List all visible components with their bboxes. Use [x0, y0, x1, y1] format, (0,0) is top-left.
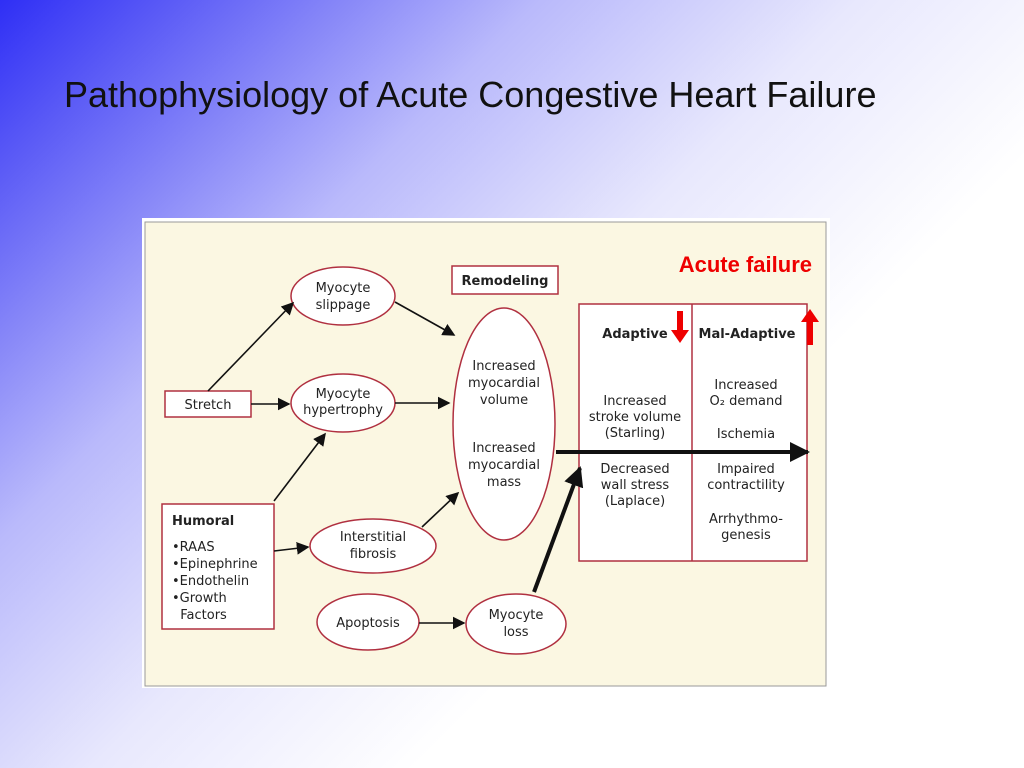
acute-failure-label: Acute failure — [679, 252, 812, 277]
humoral-item: •RAAS — [172, 540, 215, 555]
maladaptive-header: Mal-Adaptive — [699, 327, 796, 342]
svg-text:Decreased: Decreased — [600, 462, 669, 477]
humoral-item: •Endothelin — [172, 574, 249, 589]
svg-text:stroke volume: stroke volume — [589, 410, 681, 425]
decrease-arrow-icon — [671, 311, 689, 343]
arrow-fibrosis-to-central — [421, 491, 460, 528]
svg-text:genesis: genesis — [721, 528, 771, 543]
humoral-item: •Epinephrine — [172, 557, 258, 572]
svg-text:Increased: Increased — [472, 441, 535, 456]
svg-text:loss: loss — [503, 625, 528, 640]
arrow-loss-to-acute-failure — [532, 466, 584, 593]
humoral-item: Factors — [172, 608, 227, 623]
svg-text:Increased: Increased — [603, 394, 666, 409]
svg-text:Humoral: Humoral — [172, 514, 234, 529]
stretch-box: Stretch — [164, 390, 252, 418]
central-myocardial-node: Increased myocardial volume Increased my… — [452, 307, 556, 541]
apoptosis-node: Apoptosis — [316, 593, 420, 651]
svg-text:Ischemia: Ischemia — [717, 427, 775, 442]
humoral-box: Humoral •RAAS •Epinephrine •Endothelin •… — [161, 503, 275, 630]
svg-text:O₂ demand: O₂ demand — [710, 394, 783, 409]
svg-text:Apoptosis: Apoptosis — [336, 616, 400, 631]
svg-text:Increased: Increased — [472, 359, 535, 374]
humoral-item: •Growth — [172, 591, 227, 606]
myocyte-slippage-node: Myocyte slippage — [290, 266, 396, 326]
interstitial-fibrosis-node: Interstitial fibrosis — [309, 518, 437, 574]
pathophysiology-diagram: Acute failure Remodeling Stretch Myocyte… — [142, 218, 830, 688]
svg-text:myocardial: myocardial — [468, 376, 540, 391]
svg-text:fibrosis: fibrosis — [350, 547, 397, 562]
myocyte-loss-node: Myocyte loss — [465, 593, 567, 655]
svg-text:volume: volume — [480, 393, 528, 408]
svg-text:Stretch: Stretch — [185, 398, 232, 413]
svg-text:Interstitial: Interstitial — [340, 530, 406, 545]
adaptive-header: Adaptive — [602, 327, 668, 342]
slide-title: Pathophysiology of Acute Congestive Hear… — [64, 74, 877, 115]
arrow-humoral-to-hypertrophy — [273, 432, 326, 502]
svg-text:hypertrophy: hypertrophy — [303, 403, 383, 418]
arrow-stretch-to-slippage — [207, 301, 295, 392]
svg-text:Arrhythmo-: Arrhythmo- — [709, 512, 783, 527]
svg-text:contractility: contractility — [707, 478, 785, 493]
svg-text:Myocyte: Myocyte — [316, 281, 371, 296]
svg-text:slippage: slippage — [316, 298, 371, 313]
increase-arrow-icon — [801, 309, 819, 345]
arrow-humoral-to-fibrosis — [273, 541, 310, 555]
svg-text:Myocyte: Myocyte — [316, 387, 371, 402]
svg-text:(Starling): (Starling) — [605, 426, 666, 441]
svg-text:Increased: Increased — [714, 378, 777, 393]
svg-text:(Laplace): (Laplace) — [605, 494, 665, 509]
svg-text:Impaired: Impaired — [717, 462, 775, 477]
svg-text:wall stress: wall stress — [601, 478, 670, 493]
adaptive-table: Adaptive Mal-Adaptive Increased stroke v… — [578, 303, 808, 562]
svg-text:Myocyte: Myocyte — [489, 608, 544, 623]
svg-text:Remodeling: Remodeling — [462, 274, 549, 289]
svg-text:mass: mass — [487, 475, 521, 490]
arrow-slippage-to-central — [394, 301, 456, 336]
svg-text:myocardial: myocardial — [468, 458, 540, 473]
remodeling-box: Remodeling — [451, 265, 559, 295]
myocyte-hypertrophy-node: Myocyte hypertrophy — [290, 373, 396, 433]
